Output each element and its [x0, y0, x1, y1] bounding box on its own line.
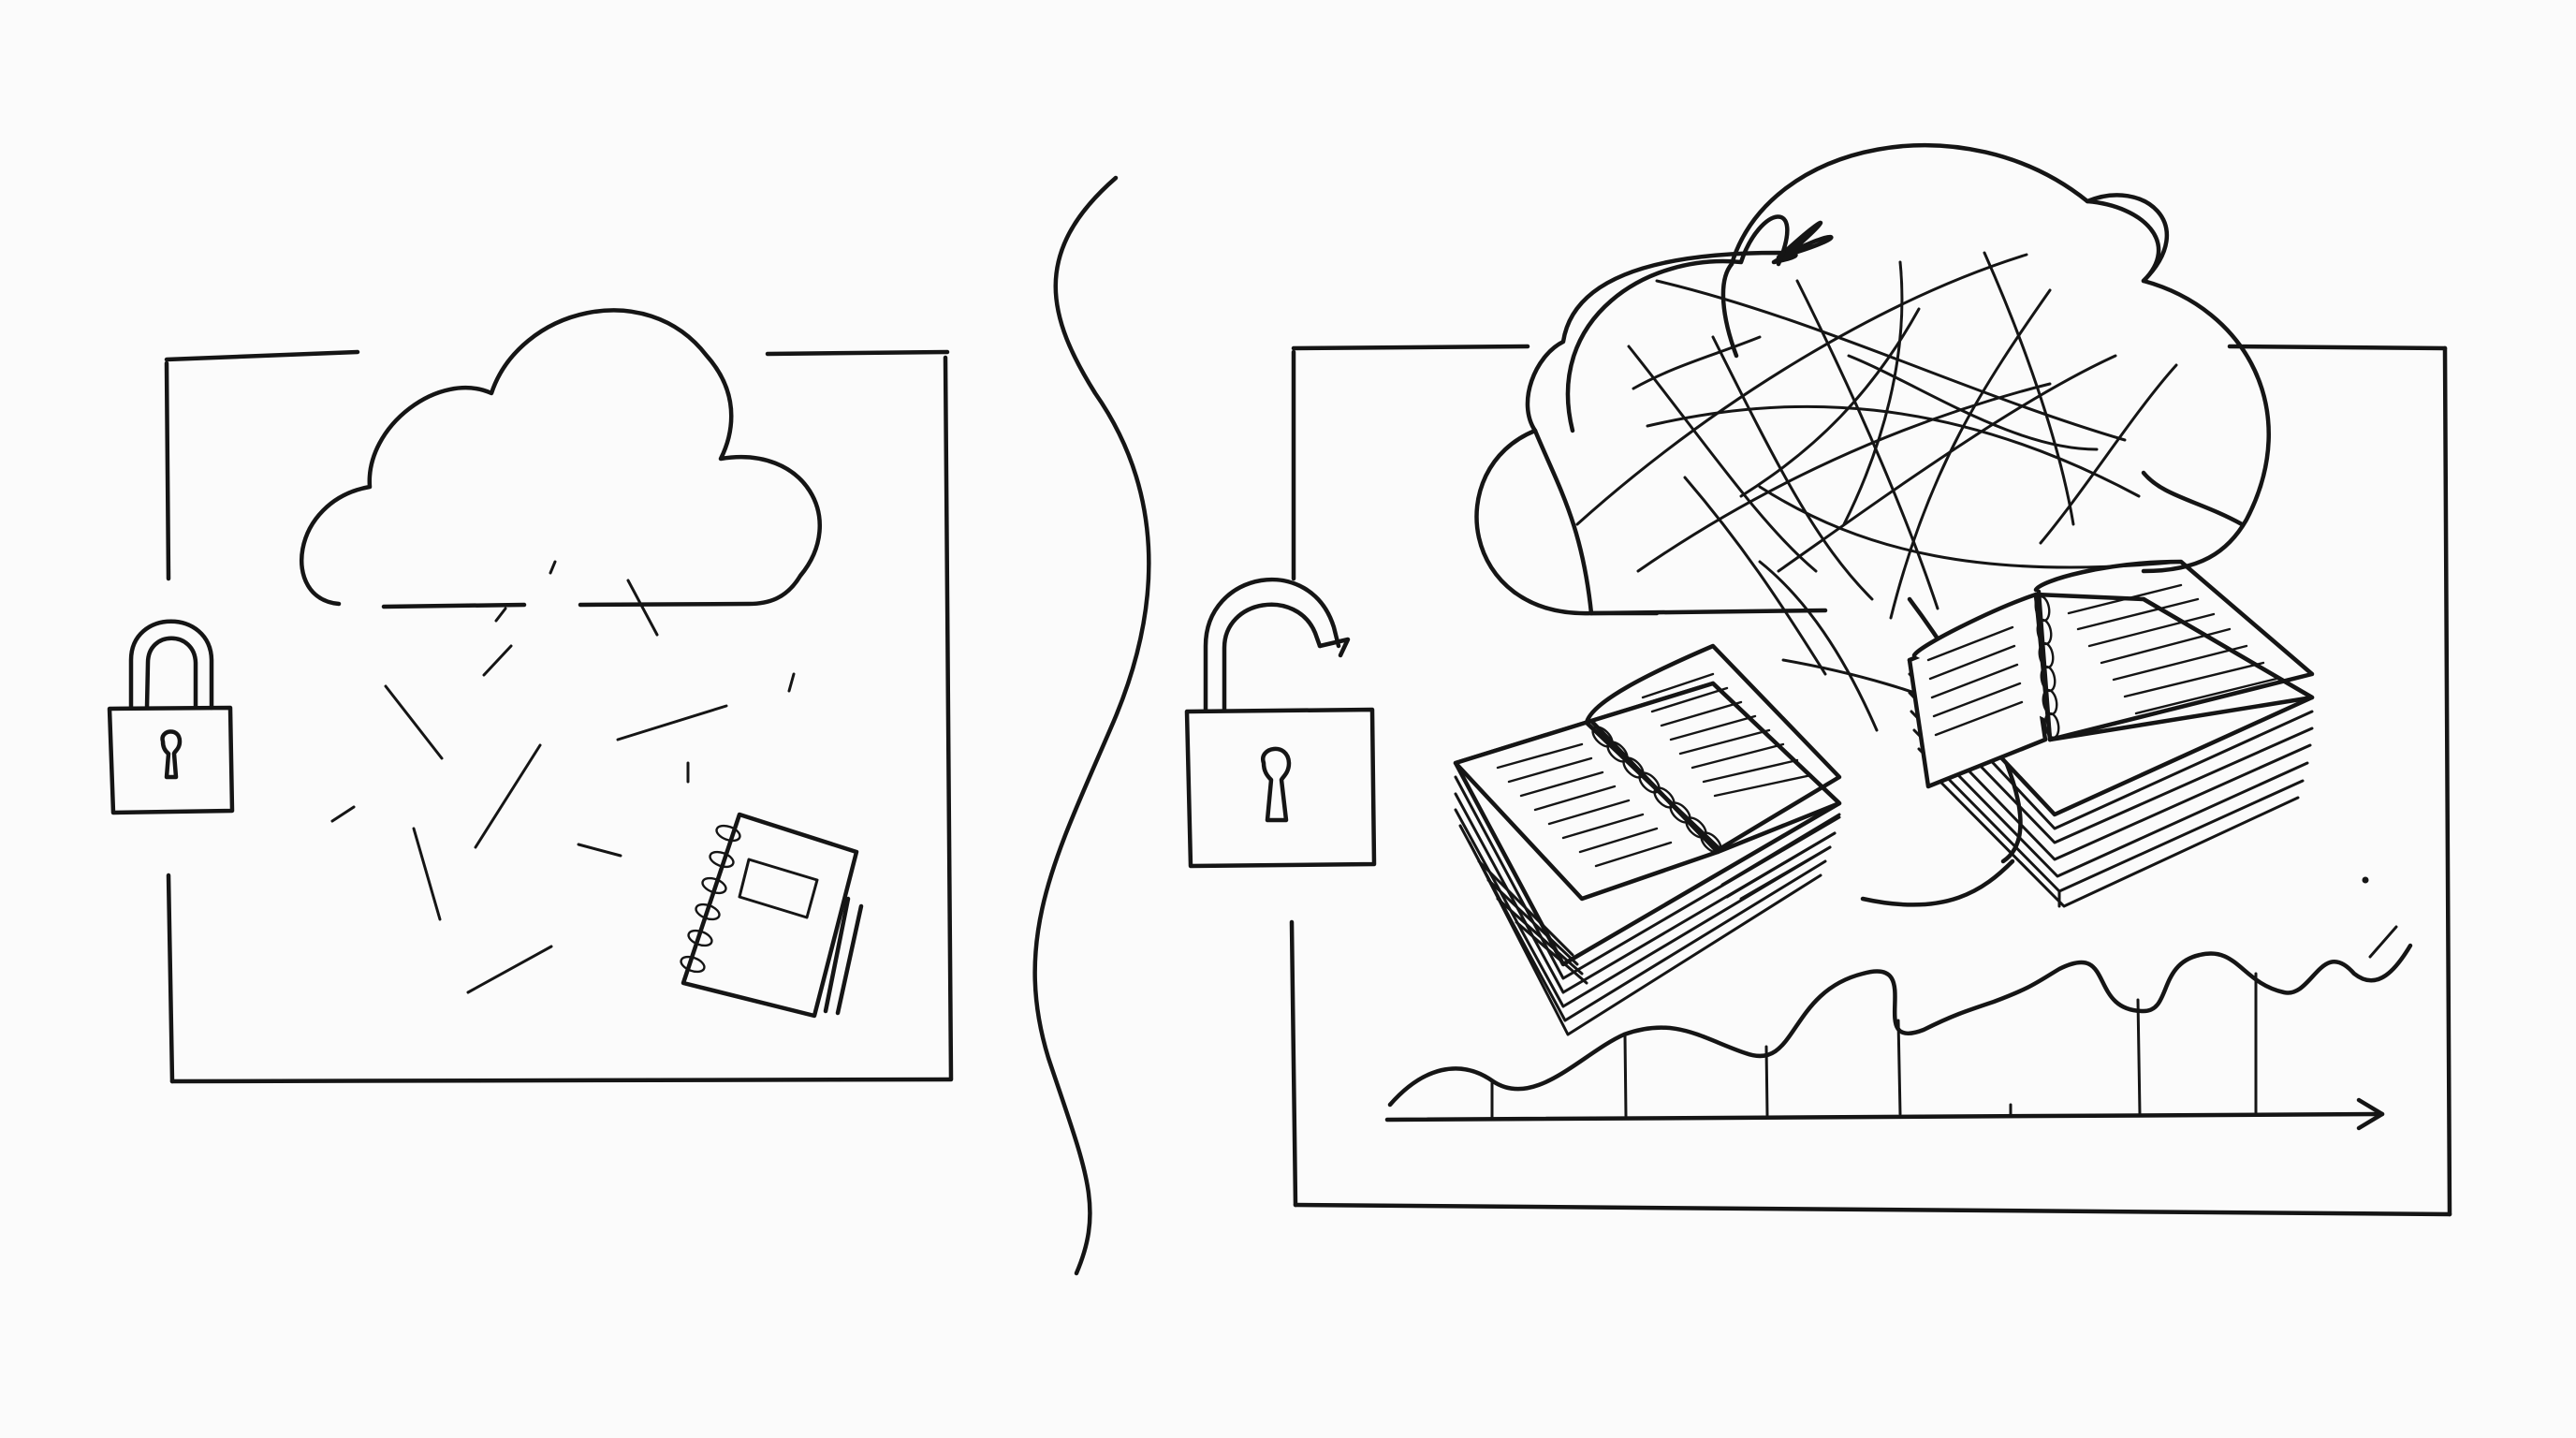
notebook-icon [680, 812, 864, 1019]
left-panel [107, 308, 954, 1084]
small-cloud-icon [299, 308, 822, 608]
right-panel [1184, 142, 2452, 1217]
unlocked-padlock-icon [1184, 577, 1377, 869]
chart-bars [1490, 972, 2258, 1120]
left-panel-frame [164, 349, 954, 1084]
locked-padlock-icon [107, 619, 235, 815]
scattered-strokes [330, 560, 796, 994]
right-panel-frame [1289, 344, 2452, 1217]
tangled-lines [1575, 251, 2183, 732]
chart-axis [1384, 1111, 2385, 1123]
rising-trend-chart [1384, 876, 2413, 1131]
book-stack-left-icon [1453, 643, 1842, 1036]
wavy-divider [1032, 175, 1151, 1276]
large-tangled-cloud-icon [1474, 142, 2271, 907]
book-stack-right-icon [1907, 559, 2315, 908]
